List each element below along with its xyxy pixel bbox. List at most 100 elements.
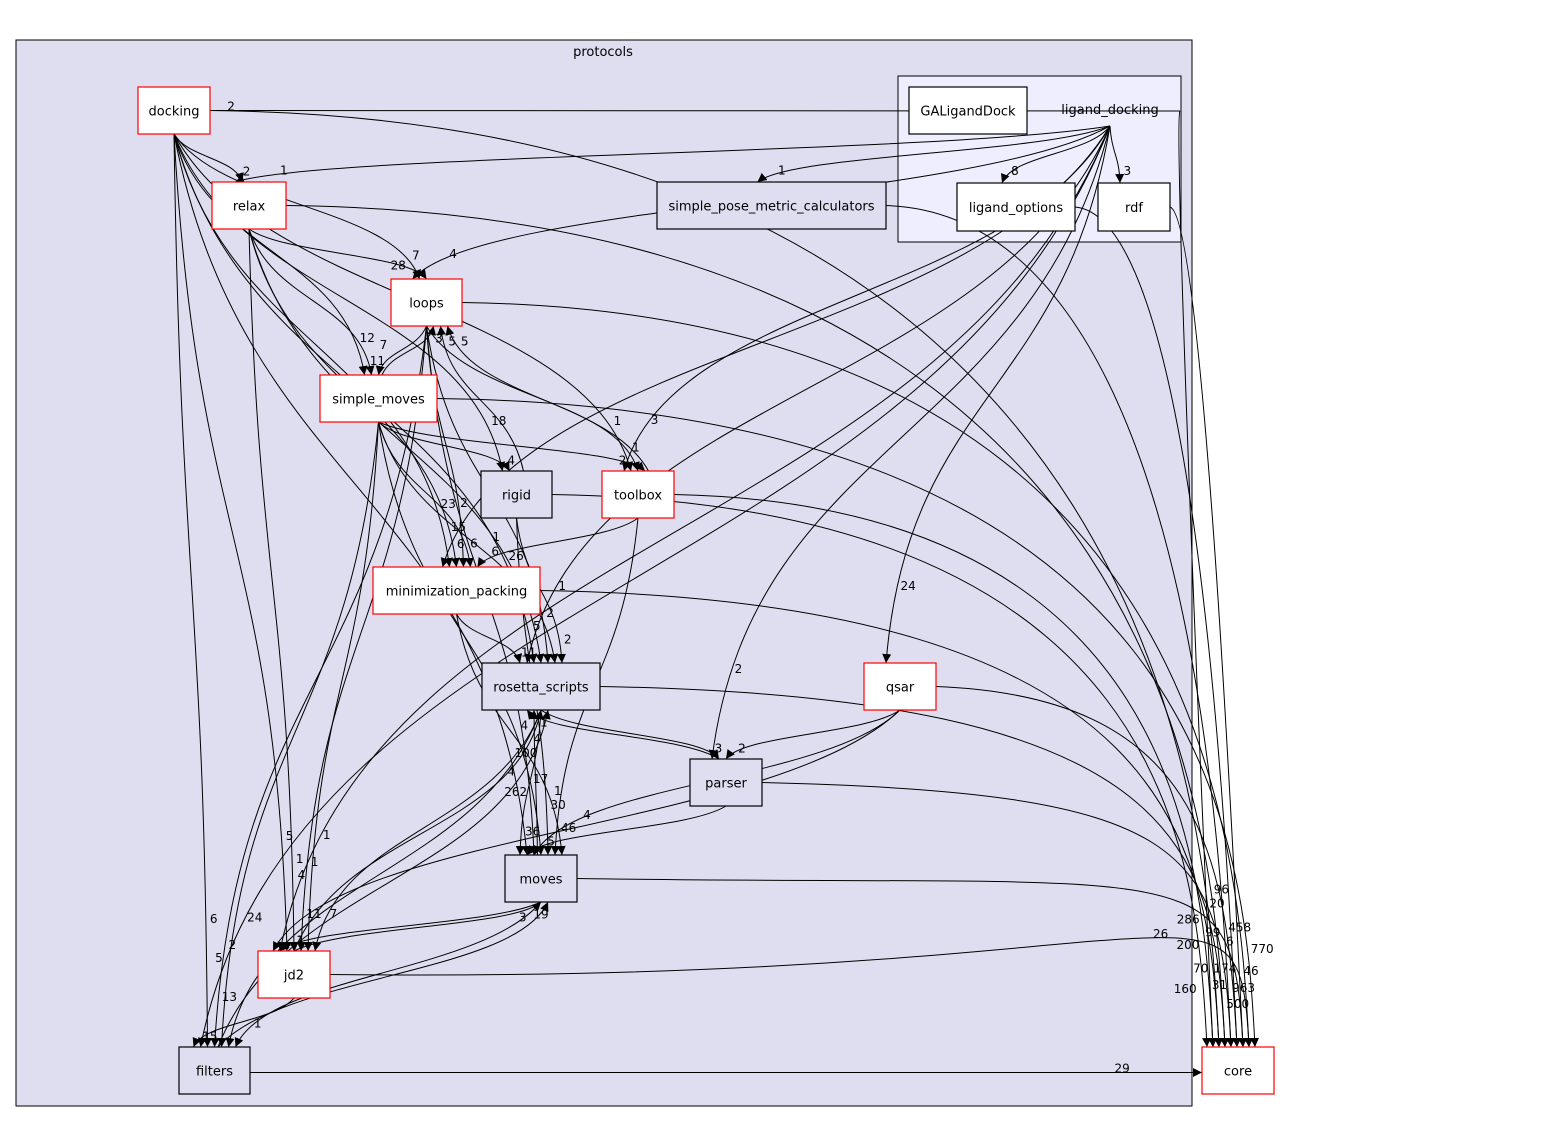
edge-weight-label: 174 (1213, 961, 1236, 975)
edge-weight-label: 24 (901, 579, 916, 593)
edge-ligand-docking-to-filters (197, 125, 1111, 1048)
edge-weight-label: 19 (533, 908, 548, 922)
edge-weight-label: 1 (778, 163, 786, 177)
edge-weight-label: 31 (1212, 978, 1227, 992)
edge-weight-label: 15 (451, 520, 466, 534)
edge-weight-label: 458 (1228, 920, 1251, 934)
edge-weight-label: 15 (202, 1029, 217, 1043)
edge-jd2-to-core (329, 937, 1254, 1048)
edge-weight-label: 8 (1011, 164, 1019, 178)
node-loops[interactable]: loops (390, 278, 463, 327)
edge-weight-label: 23 (441, 497, 456, 511)
edge-rosetta-scripts-to-moves (515, 709, 542, 856)
node-rosetta-scripts[interactable]: rosetta_scripts (481, 662, 601, 711)
node-rdf[interactable]: rdf (1097, 182, 1171, 232)
edge-weight-label: 3 (435, 332, 443, 346)
edge-weight-label: 26 (509, 549, 524, 563)
edge-moves-to-core (576, 878, 1248, 1048)
edge-weight-label: 1 (323, 828, 331, 842)
node-minimization-packing[interactable]: minimization_packing (372, 566, 541, 615)
edge-weight-label: 46 (1243, 964, 1258, 978)
edge-ligand-docking-to-relax (234, 125, 1111, 184)
edge-rosetta-scripts-to-jd2 (312, 709, 542, 952)
edge-ligand-docking-to-ligand-options (1001, 125, 1111, 184)
edge-weight-label: 12 (360, 331, 375, 345)
edge-simple-moves-to-rigid (378, 421, 510, 472)
edge-weight-label: 29 (1115, 1062, 1130, 1076)
edge-weight-label: 3 (519, 911, 527, 925)
edge-toolbox-to-core (673, 494, 1218, 1048)
edge-toolbox-to-minimization-packing (477, 517, 639, 568)
edge-weight-label: 1 (554, 784, 562, 798)
edge-docking-to-moves (173, 133, 531, 856)
edge-filters-to-moves (217, 901, 549, 1048)
node-filters[interactable]: filters (178, 1046, 251, 1095)
edge-weight-label: 5 (533, 619, 541, 633)
edge-relax-to-loops (248, 228, 427, 280)
edge-weight-label: 2 (460, 496, 468, 510)
node-label: parser (705, 777, 747, 792)
edge-weight-label: 46 (561, 821, 576, 835)
edge-weight-label: 6 (491, 544, 499, 558)
edge-loops-to-core (461, 302, 1254, 1048)
edge-weight-label: 3 (651, 413, 659, 427)
edge-ligand-docking-to-jd2 (277, 125, 1111, 952)
edge-weight-label: 1 (492, 530, 500, 544)
edge-weight-label: 2 (738, 741, 746, 755)
edge-weight-label: 5 (461, 335, 469, 349)
edge-weight-label: 96 (1214, 883, 1229, 897)
edge-weight-label: 2 (564, 632, 572, 646)
edge-weight-label: 2 (546, 606, 554, 620)
edge-ligand-docking-to-rdf (1109, 125, 1125, 184)
edge-weight-label: 286 (1177, 913, 1200, 927)
node-relax[interactable]: relax (211, 181, 287, 230)
node-GALigandDock[interactable]: GALigandDock (908, 86, 1028, 135)
edge-weight-label: 1 (296, 852, 304, 866)
edge-docking-to-rigid (173, 133, 506, 472)
edge-weight-label: 28 (391, 258, 406, 272)
node-toolbox[interactable]: toolbox (601, 470, 675, 519)
edge-qsar-to-parser (725, 709, 901, 760)
node-ligand-options[interactable]: ligand_options (956, 182, 1076, 232)
edge-weight-label: 963 (1232, 981, 1255, 995)
edge-weight-label: 24 (247, 911, 262, 925)
node-label: qsar (886, 681, 915, 696)
edge-loops-to-simple-moves (375, 325, 427, 376)
edge-ligand-docking-to-parser (708, 125, 1111, 760)
edge-weight-label: 1 (632, 440, 640, 454)
edge-minimization-packing-to-rosetta-scripts (456, 613, 523, 664)
edge-docking-to-jd2 (173, 133, 292, 952)
node-simple-pose-metric-calculators[interactable]: simple_pose_metric_calculators (656, 181, 887, 230)
edge-weight-label: 4 (449, 247, 457, 261)
node-docking[interactable]: docking (137, 86, 211, 135)
edge-weight-label: 1 (540, 716, 548, 730)
node-parser[interactable]: parser (689, 758, 763, 807)
node-simple-moves[interactable]: simple_moves (319, 374, 438, 423)
edge-simple-moves-to-rosetta-scripts (378, 421, 559, 664)
edge-weight-label: 4 (298, 868, 306, 882)
edge-weight-label: 4 (533, 732, 541, 746)
node-label: rosetta_scripts (493, 681, 589, 696)
node-label: filters (196, 1065, 233, 1080)
node-core[interactable]: core (1201, 1046, 1275, 1095)
edge-weight-label: 2 (227, 100, 235, 114)
node-moves[interactable]: moves (504, 854, 578, 903)
edge-weight-label: 11 (306, 907, 321, 921)
edge-weight-label: 1 (296, 933, 304, 947)
edge-weight-label: 7 (380, 338, 388, 352)
edge-parser-to-core (761, 782, 1236, 1048)
edge-weight-label: 262 (504, 785, 527, 799)
edge-weight-label: 26 (1153, 927, 1168, 941)
edge-weight-label: 17 (533, 772, 548, 786)
node-label: moves (519, 873, 562, 888)
edge-weight-label: 5 (547, 834, 555, 848)
edge-jd2-to-rosetta-scripts (293, 709, 544, 952)
edge-minimization-packing-to-moves (456, 613, 566, 856)
edge-weight-label: 6 (457, 537, 465, 551)
edge-rdf-to-core (1169, 206, 1248, 1048)
edge-weight-label: 18 (491, 414, 506, 428)
node-jd2[interactable]: jd2 (257, 950, 331, 999)
node-label: rdf (1125, 201, 1143, 216)
node-rigid[interactable]: rigid (480, 470, 553, 519)
node-qsar[interactable]: qsar (863, 662, 937, 711)
